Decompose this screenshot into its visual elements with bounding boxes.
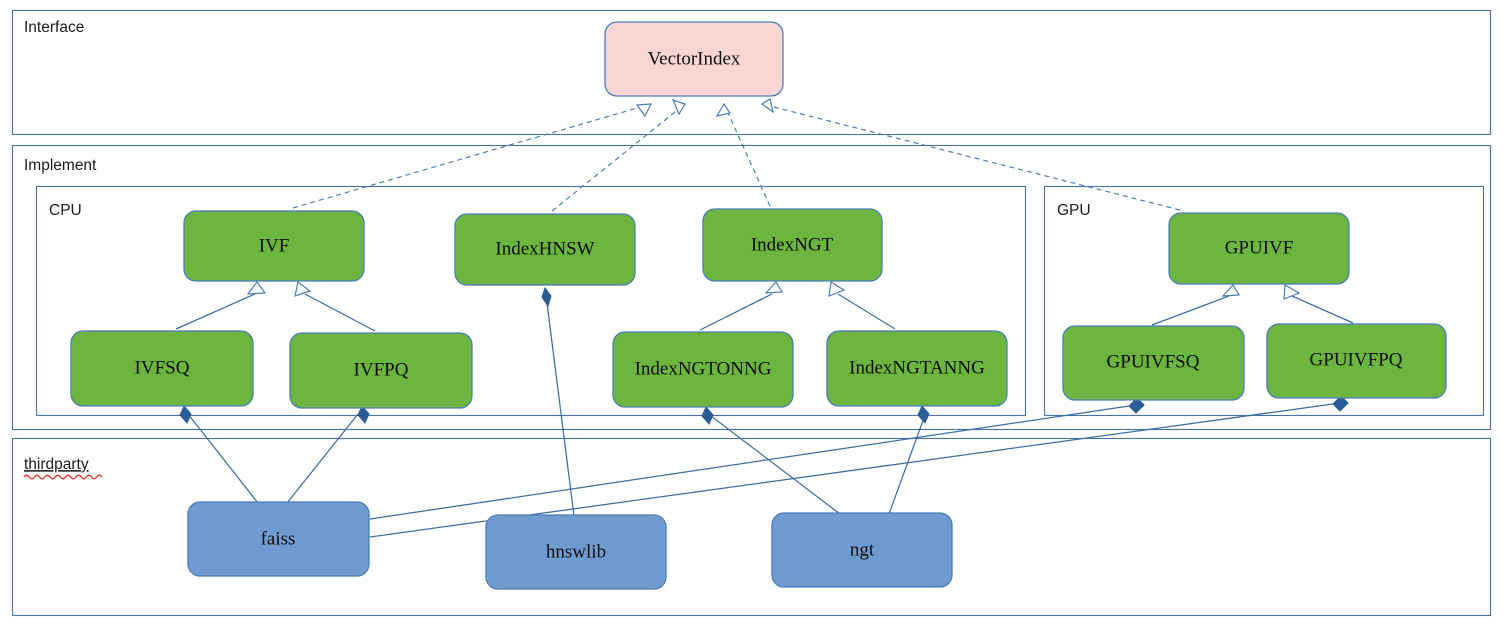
edge-ivf-to-vectorindex — [292, 103, 653, 209]
node-gpuivfpq[interactable]: GPUIVFPQ — [1266, 323, 1447, 399]
node-gpuivfsq[interactable]: GPUIVFSQ — [1062, 325, 1245, 401]
node-faiss[interactable]: faiss — [187, 501, 370, 577]
container-label-cpu: CPU — [49, 202, 82, 219]
edge-ivfsq-to-faiss — [179, 405, 259, 504]
node-label-indexngtonng: IndexNGTONNG — [635, 358, 772, 379]
node-label-faiss: faiss — [261, 528, 296, 549]
node-ivf[interactable]: IVF — [183, 210, 365, 282]
spellcheck-underline — [23, 474, 103, 480]
edge-ivfpq-to-ivf — [294, 280, 376, 332]
edge-indexngtanng-to-ngt — [888, 405, 930, 515]
edge-ivfsq-to-ivf — [175, 280, 267, 330]
edge-indexngtanng-to-indexngt — [828, 281, 896, 330]
node-label-gpuivfsq: GPUIVFSQ — [1107, 351, 1200, 372]
container-label-gpu: GPU — [1057, 202, 1091, 219]
container-label-implement: Implement — [24, 157, 97, 174]
node-label-ivfpq: IVFPQ — [354, 359, 409, 380]
node-gpuivf[interactable]: GPUIVF — [1168, 212, 1350, 285]
edge-ivfpq-to-faiss — [286, 405, 370, 504]
container-label-thirdparty: thirdparty — [24, 456, 89, 473]
edge-gpuivf-to-vectorindex — [760, 98, 1181, 211]
node-indexngtanng[interactable]: IndexNGTANNG — [826, 330, 1008, 407]
node-label-hnswlib: hnswlib — [546, 541, 606, 562]
node-label-ngt: ngt — [850, 539, 875, 560]
node-label-indexhnsw: IndexHNSW — [495, 238, 594, 259]
node-ivfsq[interactable]: IVFSQ — [70, 330, 254, 407]
node-vectorindex[interactable]: VectorIndex — [604, 21, 784, 97]
edge-indexngtonng-to-ngt — [701, 406, 841, 515]
node-label-ivf: IVF — [259, 235, 290, 256]
node-label-indexngtanng: IndexNGTANNG — [849, 357, 985, 378]
node-label-indexngt: IndexNGT — [751, 234, 834, 255]
edge-gpuivfsq-to-faiss — [369, 397, 1145, 520]
container-label-interface: Interface — [24, 19, 84, 36]
node-label-ivfsq: IVFSQ — [135, 357, 190, 378]
node-indexhnsw[interactable]: IndexHNSW — [454, 213, 636, 286]
node-ivfpq[interactable]: IVFPQ — [289, 332, 473, 409]
node-hnswlib[interactable]: hnswlib — [485, 514, 667, 590]
node-label-gpuivf: GPUIVF — [1225, 237, 1294, 258]
edge-indexhnsw-to-hnswlib — [541, 286, 575, 517]
node-label-gpuivfpq: GPUIVFPQ — [1310, 349, 1403, 370]
edge-gpuivfpq-to-gpuivf — [1283, 284, 1354, 324]
edge-indexngtonng-to-indexngt — [699, 280, 784, 331]
node-indexngt[interactable]: IndexNGT — [702, 208, 883, 282]
edge-indexhnsw-to-vectorindex — [551, 99, 686, 212]
node-ngt[interactable]: ngt — [771, 512, 953, 588]
edge-indexngt-to-vectorindex — [715, 102, 771, 207]
node-indexngtonng[interactable]: IndexNGTONNG — [612, 331, 794, 408]
node-label-vectorindex: VectorIndex — [648, 48, 741, 69]
edge-gpuivfsq-to-gpuivf — [1151, 283, 1241, 326]
